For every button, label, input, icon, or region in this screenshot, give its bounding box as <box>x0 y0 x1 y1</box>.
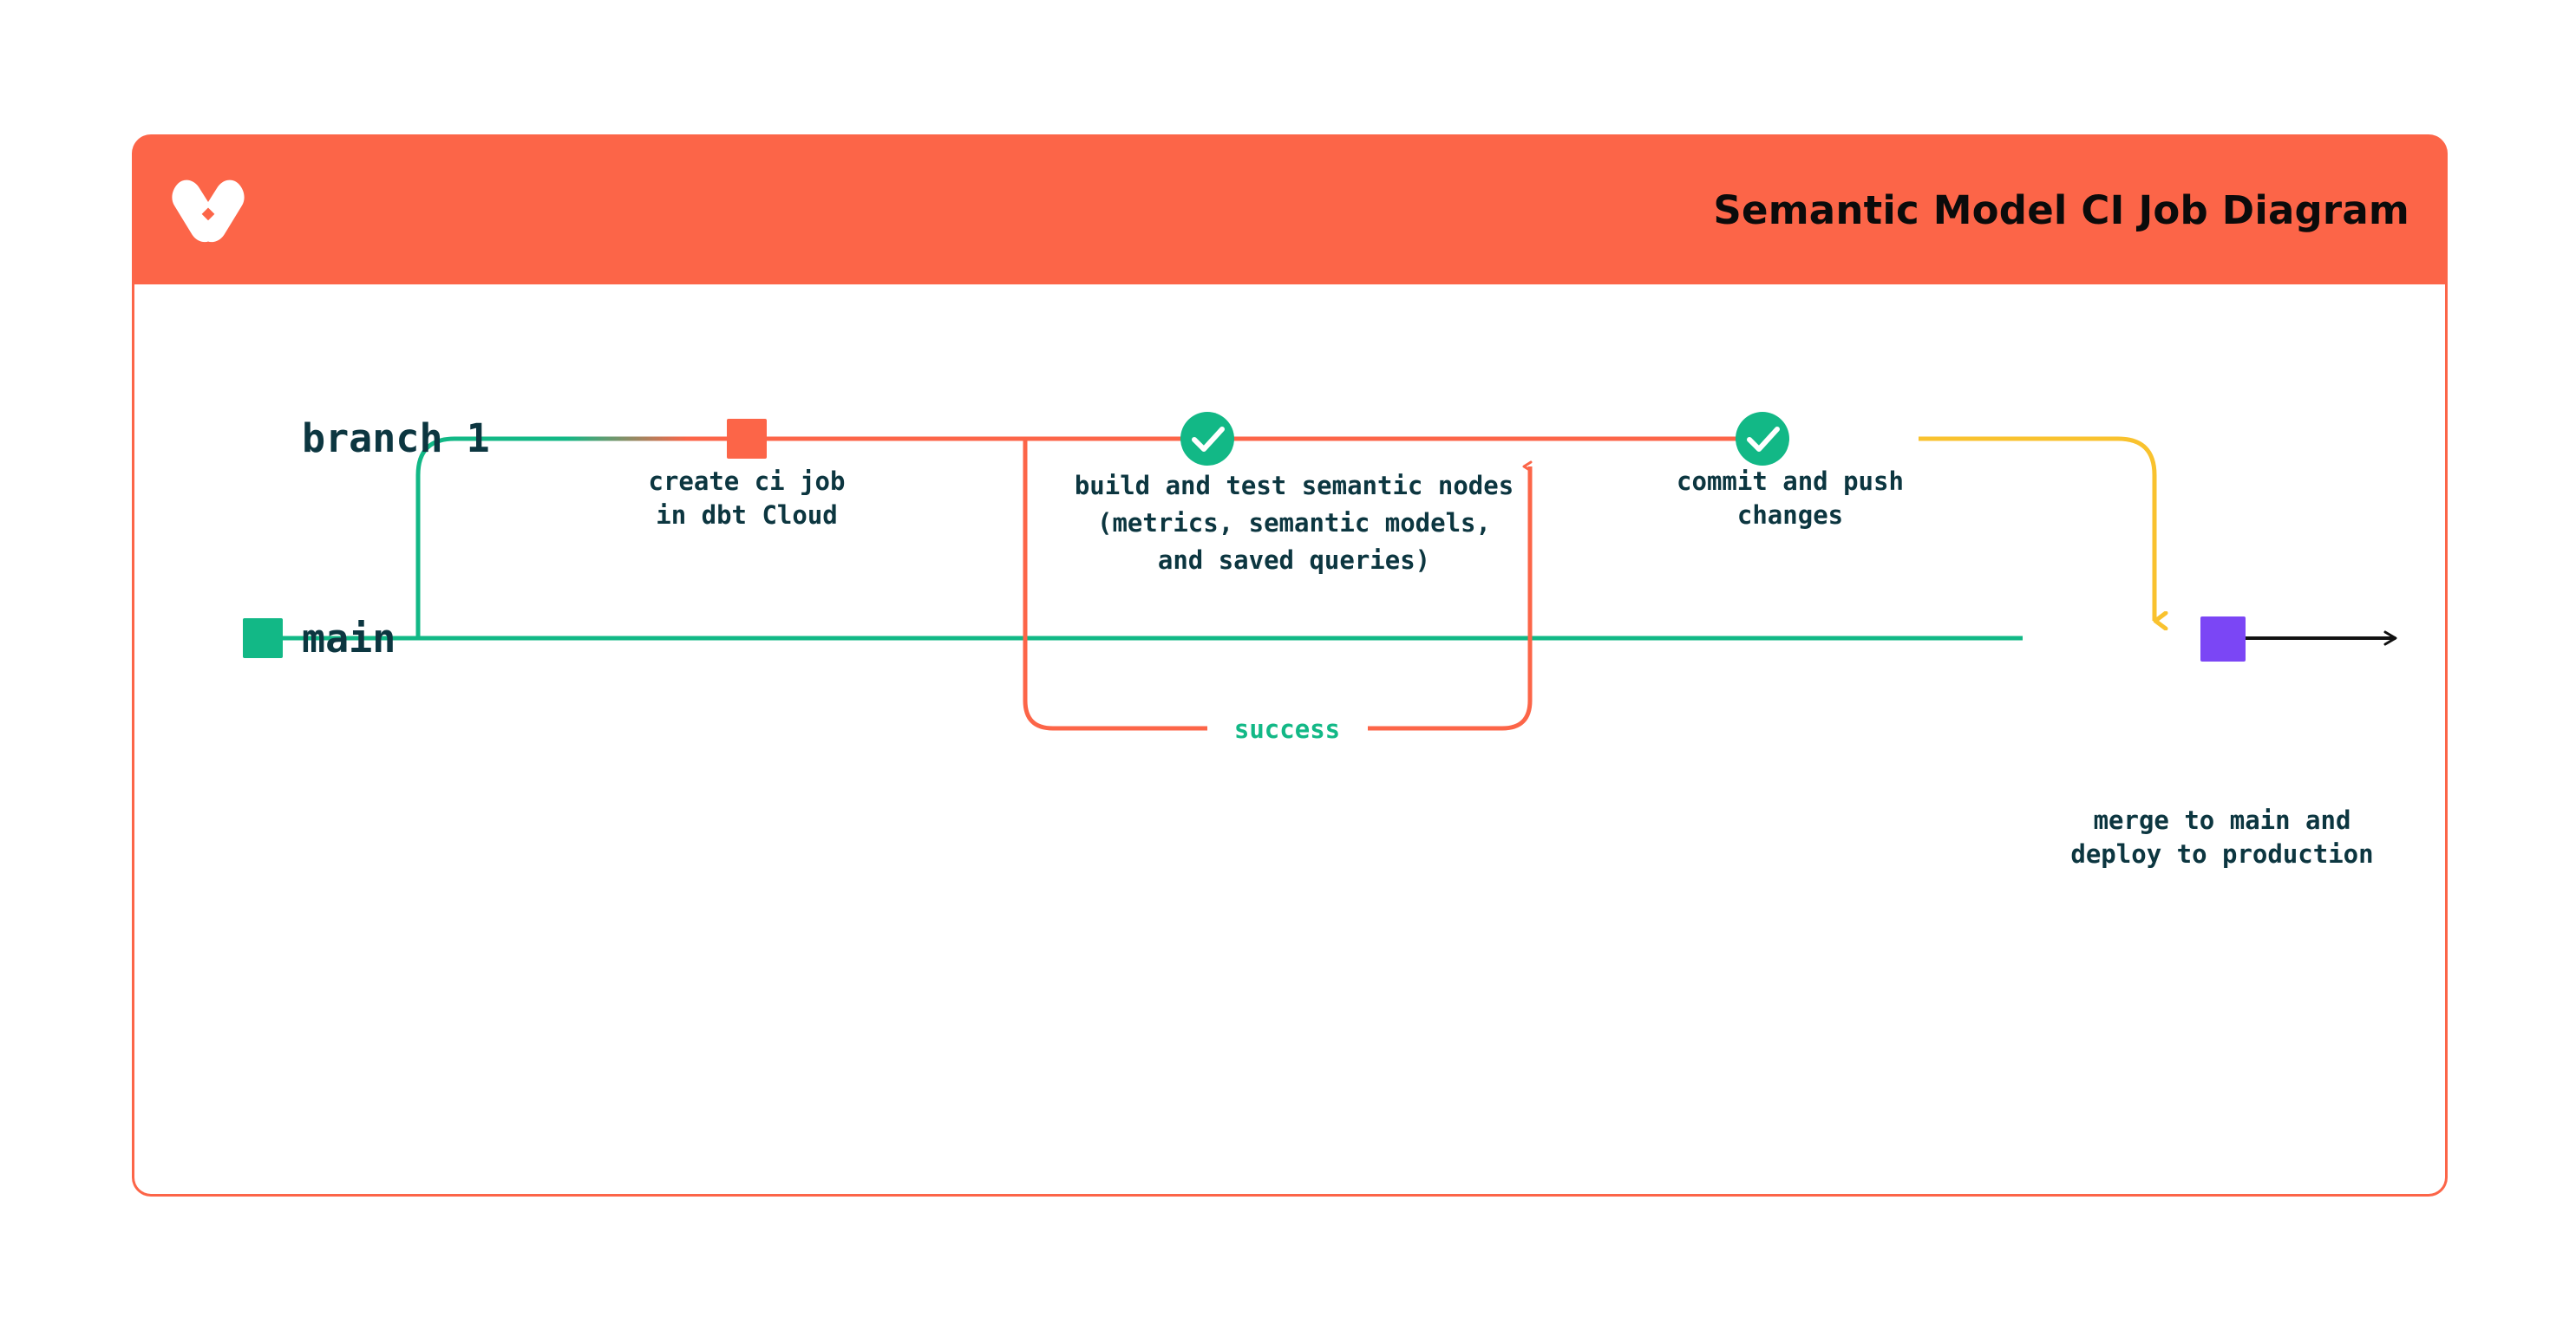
diagram-card: Semantic Model CI Job Diagram <box>132 134 2448 1197</box>
node-build-and-test[interactable] <box>1180 412 1234 466</box>
node-label-merge-to-main-line2: deploy to production <box>2070 839 2373 869</box>
node-label-commit-and-push-line2: changes <box>1737 500 1843 530</box>
branch-out-line <box>415 436 687 638</box>
dbt-x-logo-icon <box>168 173 248 252</box>
git-flow-diagram: success branch 1 main <box>132 284 2448 1197</box>
node-label-merge-to-main-line1: merge to main and <box>2094 805 2351 835</box>
node-label-create-ci-job-line1: create ci job <box>649 466 846 496</box>
lane-label-main: main <box>302 616 396 662</box>
node-commit-and-push[interactable] <box>1736 412 1789 466</box>
node-label-build-and-test-line3: and saved queries) <box>1158 545 1430 575</box>
node-create-ci-job[interactable] <box>727 419 767 459</box>
check-icon <box>1747 427 1780 452</box>
check-icon <box>1192 427 1225 452</box>
lane-label-branch-1: branch 1 <box>302 415 490 461</box>
edge-label-success: success <box>1234 714 1340 744</box>
merge-down-line <box>1919 436 2154 621</box>
node-main-start[interactable] <box>243 618 283 658</box>
card-header: Semantic Model CI Job Diagram <box>132 134 2448 286</box>
page-title: Semantic Model CI Job Diagram <box>1713 187 2409 233</box>
success-loop-left <box>1023 439 1207 731</box>
node-label-build-and-test-line1: build and test semantic nodes <box>1075 471 1514 500</box>
success-loop-right <box>1368 466 1533 731</box>
node-label-commit-and-push-line1: commit and push <box>1677 466 1904 496</box>
node-label-build-and-test-line2: (metrics, semantic models, <box>1097 508 1491 538</box>
node-label-create-ci-job-line2: in dbt Cloud <box>656 500 838 530</box>
card-body <box>132 284 2448 1197</box>
node-merge-to-main[interactable] <box>2200 616 2246 662</box>
